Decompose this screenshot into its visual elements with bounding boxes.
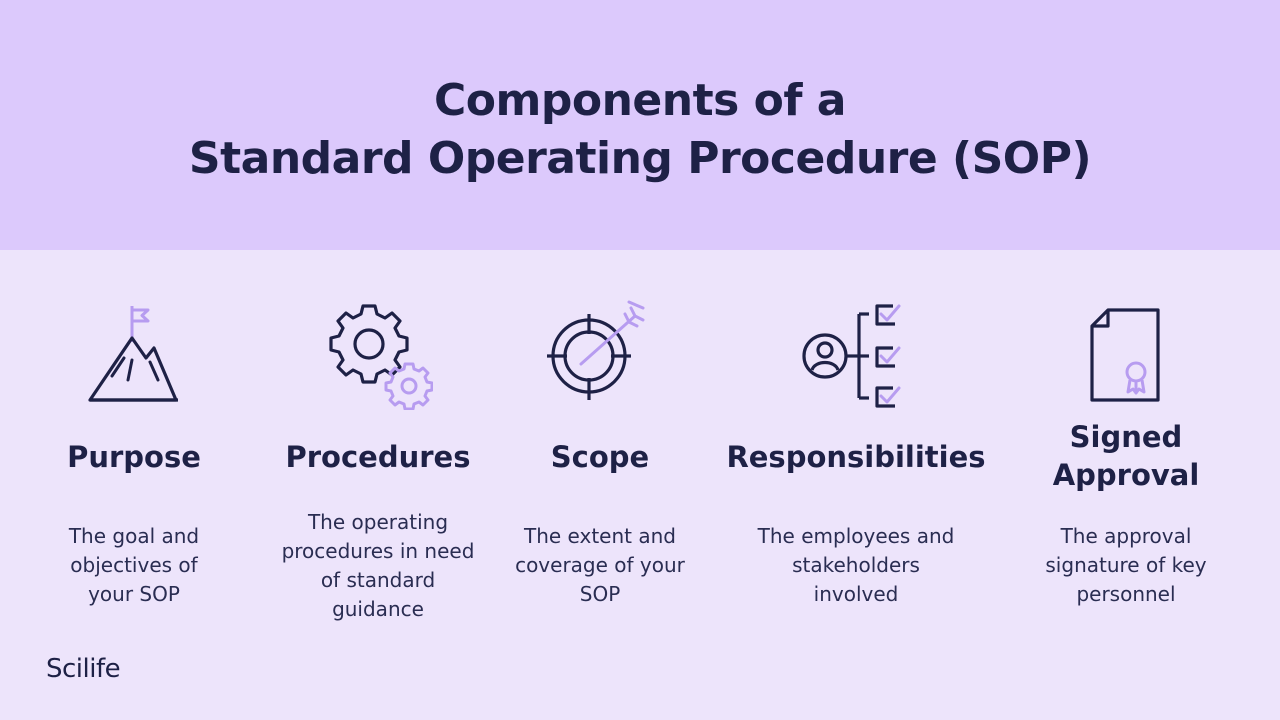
description-line: guidance [332,597,424,621]
description-line: The extent and [524,524,676,548]
description-line: The operating [307,510,449,534]
description-line: signature of key [1045,553,1207,577]
component-title: Scope [550,440,650,474]
component-description: The extent and coverage of your SOP [500,522,700,609]
description-line: The approval [1060,524,1192,548]
mountain-flag-icon [88,306,178,402]
page-title: Components of a Standard Operating Proce… [0,72,1280,188]
component-description: The operating procedures in need of stan… [258,508,498,624]
description-line: personnel [1076,582,1176,606]
description-line: The employees and [757,524,955,548]
description-line: involved [813,582,899,606]
description-line: The goal and [68,524,200,548]
page-title-line-1: Components of a [433,75,847,126]
component-description: The approval signature of key personnel [1016,522,1236,609]
component-title-line: Signed [1069,420,1183,454]
component-title-line: Approval [1052,458,1200,492]
component-title: Signed Approval [1016,418,1236,494]
description-line: your SOP [88,582,180,606]
target-arrow-icon [547,300,645,400]
gears-icon [329,304,433,410]
brand-logo: Scilife [46,654,121,684]
component-description: The goal and objectives of your SOP [34,522,234,609]
component-title: Procedures [285,440,471,474]
description-line: of standard [320,568,436,592]
description-line: objectives of [70,553,198,577]
component-title: Purpose [67,440,201,474]
description-line: coverage of your [515,553,685,577]
page-title-line-2: Standard Operating Procedure (SOP) [188,133,1092,184]
description-line: SOP [579,582,621,606]
certificate-document-icon [1090,308,1160,402]
component-title: Responsibilities [726,440,986,474]
header-banner [0,0,1280,250]
description-line: procedures in need [281,539,475,563]
component-description: The employees and stakeholders involved [716,522,996,609]
description-line: stakeholders [792,553,920,577]
person-checklist-icon [802,304,901,408]
